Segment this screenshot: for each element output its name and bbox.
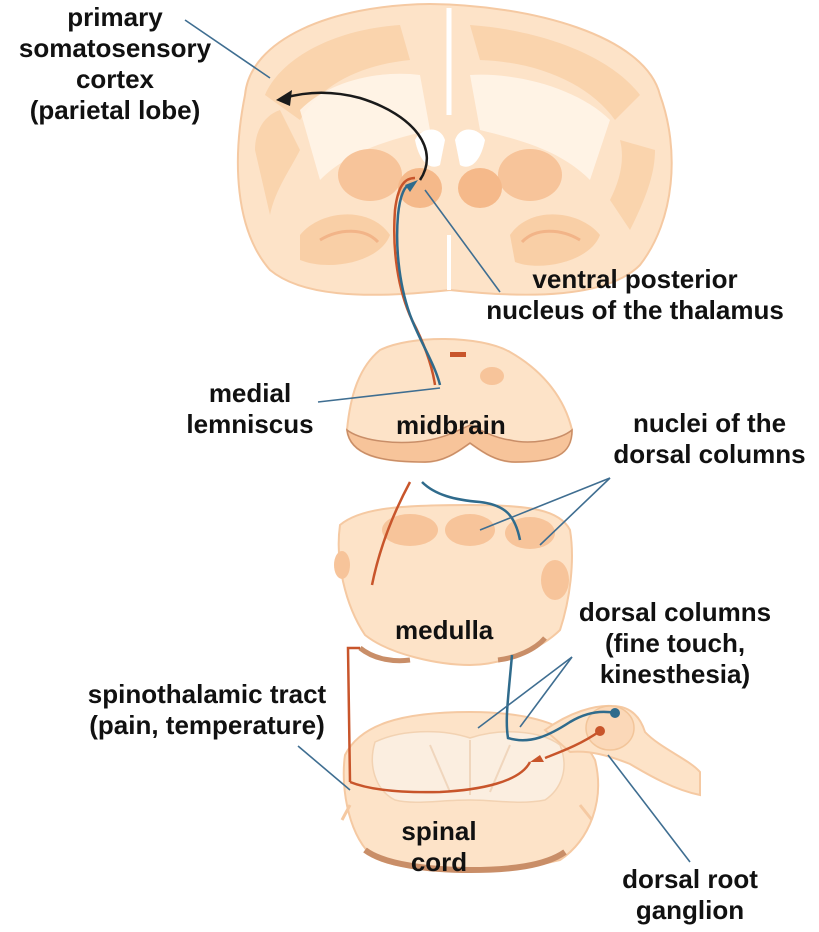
label-line: kinesthesia) [599,659,751,689]
thalamocortical-arrow [283,91,429,181]
dorsal-column-path [505,654,616,742]
label-line: nuclei of the [632,408,787,438]
leader-cortex [184,19,271,79]
label-line: cortex [75,64,155,94]
label-ventral-posterior-nucleus: ventral posterior nucleus of the thalamu… [445,264,819,326]
label-line: ganglion [635,895,745,925]
brain-coronal-section [236,2,673,296]
pathway-lines [276,90,616,794]
label-line: spinal [401,816,477,846]
label-line: cord [410,847,468,877]
label-medial-lemniscus: medial lemniscus [180,378,320,440]
leader-drg [607,754,691,863]
label-line: (parietal lobe) [29,95,201,125]
label-line: primary [67,2,163,32]
leader-dorsal-col-1 [477,656,573,729]
spinal-cord-section [340,704,701,874]
label-nuclei-of-dorsal-columns: nuclei of the dorsal columns [600,408,819,470]
label-primary-somatosensory-cortex: primary somatosensory cortex (parietal l… [0,2,230,126]
leader-lemniscus [317,387,441,403]
label-spinothalamic-tract: spinothalamic tract (pain, temperature) [62,679,352,741]
leader-thalamus [424,189,501,293]
label-dorsal-root-ganglion: dorsal root ganglion [600,864,780,926]
spinothalamic-tract-path [544,729,601,760]
medulla-section [334,503,573,667]
label-line: nucleus of the thalamus [486,295,784,325]
label-line: somatosensory [18,33,212,63]
label-line: ventral posterior [532,264,738,294]
leader-nuclei-1 [479,477,611,531]
label-line: (fine touch, [604,628,746,658]
label-medulla: medulla [395,615,494,645]
label-line: dorsal columns [578,597,772,627]
label-line: medial [208,378,292,408]
label-spinal-cord: spinal cord [394,816,484,878]
label-midbrain: midbrain [396,410,506,440]
leader-lines [184,19,691,863]
label-line: spinothalamic tract [87,679,327,709]
label-line: (pain, temperature) [89,710,325,740]
label-dorsal-columns: dorsal columns (fine touch, kinesthesia) [555,597,795,690]
leader-nuclei-2 [539,477,611,546]
leader-dorsal-col-2 [519,656,573,728]
label-line: dorsal columns [613,439,806,469]
leader-spinothalamic [297,745,351,791]
label-line: lemniscus [186,409,314,439]
label-line: dorsal root [622,864,758,894]
midbrain-section [345,338,574,464]
